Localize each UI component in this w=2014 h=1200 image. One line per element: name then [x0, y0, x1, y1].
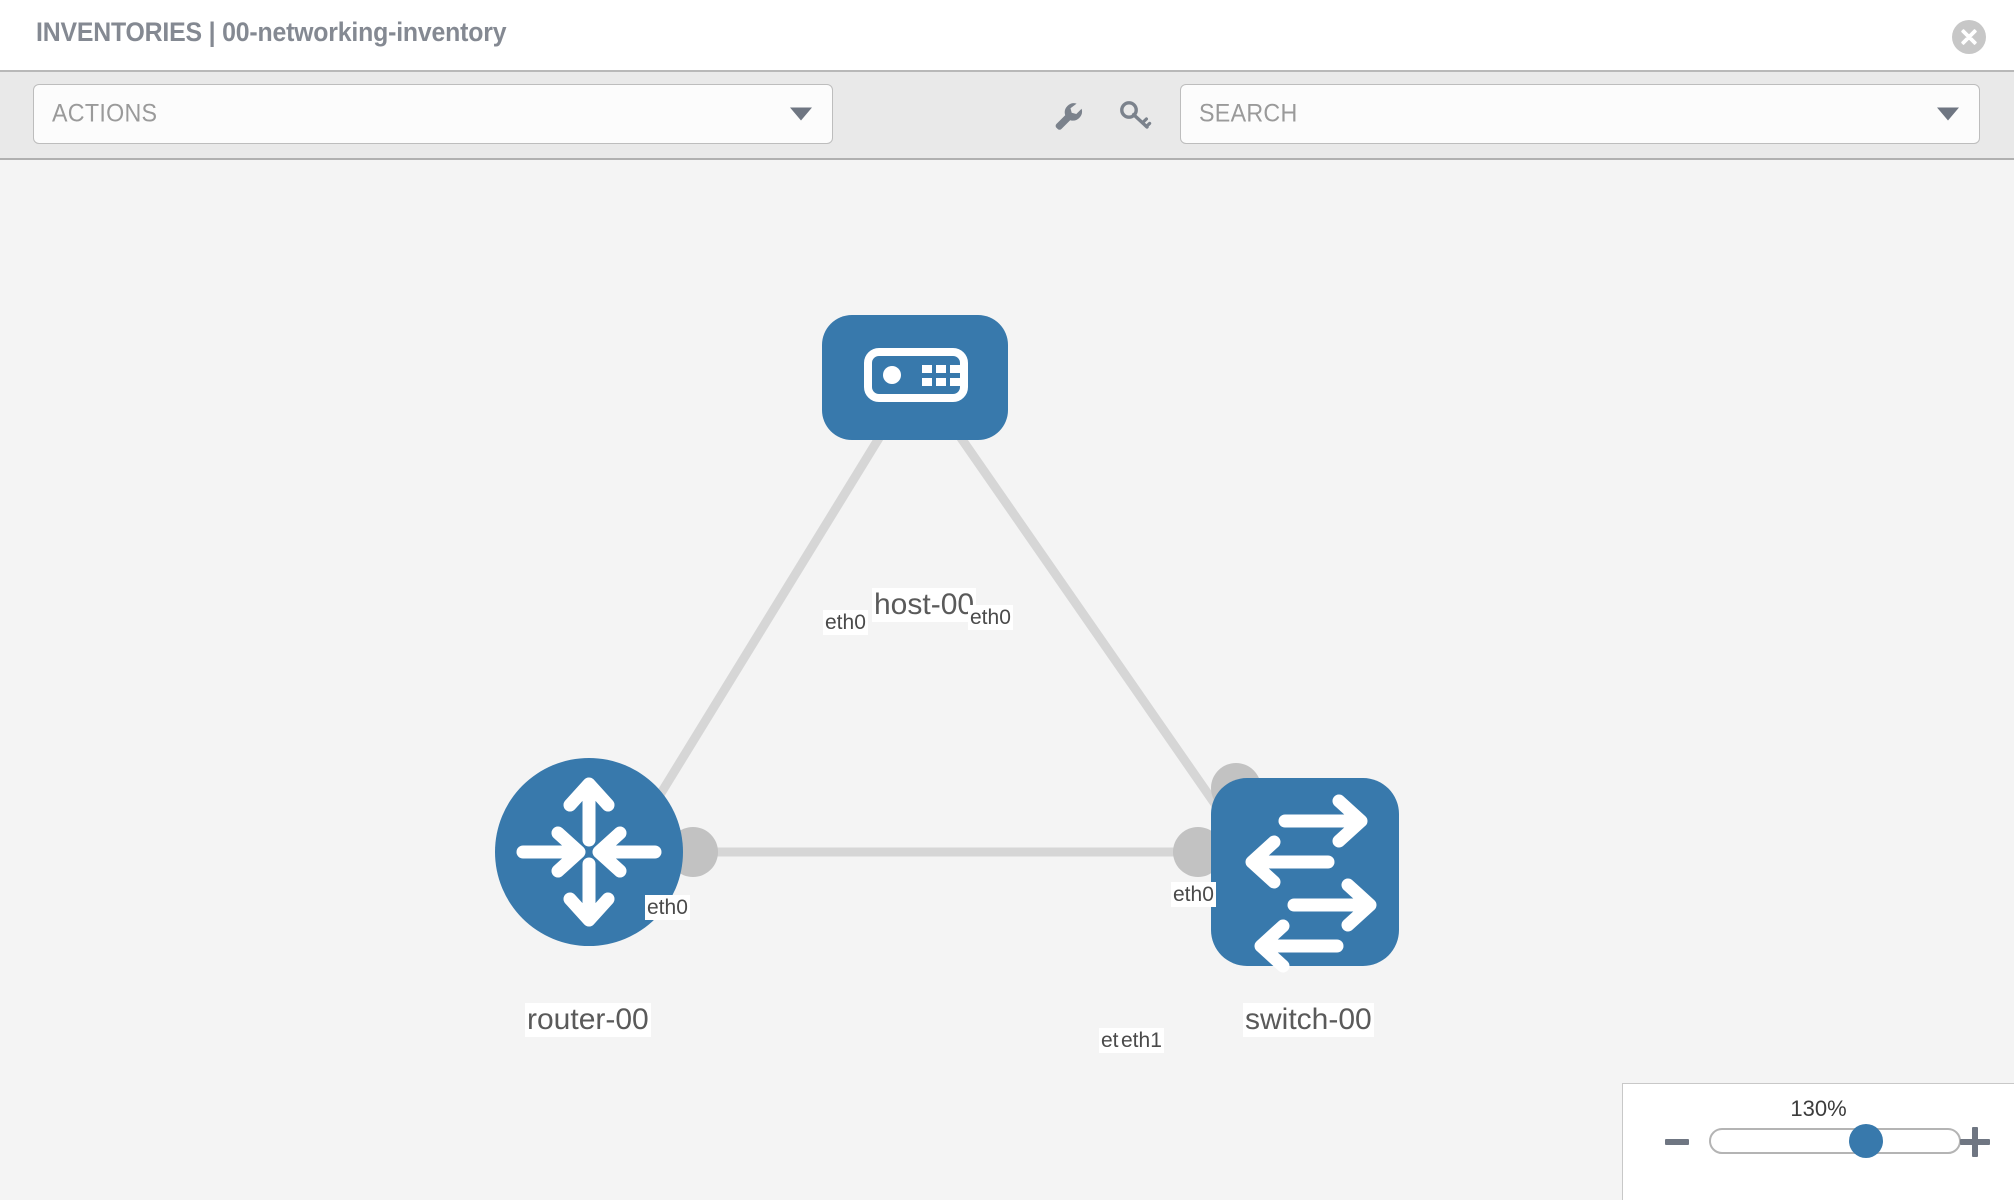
interface-label: eth0 [1171, 882, 1216, 907]
server-device-icon [864, 348, 968, 402]
zoom-level-label: 130% [1790, 1096, 1847, 1121]
toolbar: ACTIONS SEARCH [0, 70, 2014, 160]
switch-arrows-icon [1245, 794, 1377, 973]
key-icon[interactable] [1118, 98, 1152, 132]
router-arrows-icon [516, 777, 662, 927]
interface-label: eth0 [645, 895, 690, 920]
zoom-control-panel: 130% [1622, 1083, 2014, 1200]
zoom-out-button[interactable] [1665, 1139, 1689, 1145]
search-field[interactable]: SEARCH [1180, 84, 1980, 144]
zoom-slider[interactable] [1709, 1124, 1961, 1158]
wrench-icon[interactable] [1050, 98, 1084, 132]
node-router-00[interactable] [495, 758, 683, 946]
actions-dropdown[interactable]: ACTIONS [33, 84, 833, 144]
close-icon[interactable] [1952, 20, 1986, 54]
chevron-down-icon [1937, 107, 1959, 121]
zoom-in-button[interactable] [1960, 1127, 1990, 1157]
interface-label: eth0 [968, 605, 1013, 630]
node-label-switch: switch-00 [1243, 1003, 1374, 1037]
node-switch-00[interactable] [1211, 778, 1399, 973]
wrench-glyph [1055, 103, 1082, 130]
actions-dropdown-label: ACTIONS [52, 99, 158, 128]
chevron-down-icon [790, 107, 812, 121]
link-host-router[interactable] [616, 422, 891, 863]
toolbar-icon-group [1040, 84, 1170, 144]
node-label-router: router-00 [525, 1003, 651, 1037]
window-header: INVENTORIES | 00-networking-inventory [0, 0, 2014, 70]
node-label-host: host-00 [872, 588, 977, 622]
key-glyph [1120, 101, 1152, 129]
link-host-switch[interactable] [948, 422, 1244, 843]
page-title: INVENTORIES | 00-networking-inventory [36, 17, 507, 47]
connector-switch-left[interactable] [1173, 827, 1223, 877]
topology-graph [495, 315, 1399, 973]
topology-canvas[interactable]: host-00 router-00 switch-00 eth0 eth0 et… [0, 160, 2014, 1200]
node-host-00[interactable] [822, 315, 1008, 440]
zoom-slider-thumb[interactable] [1849, 1124, 1883, 1158]
search-placeholder: SEARCH [1199, 99, 1298, 128]
close-x-glyph [1961, 29, 1977, 45]
interface-label: eth1 [1119, 1028, 1164, 1053]
interface-label: eth0 [823, 610, 868, 635]
link-group [616, 422, 1244, 863]
